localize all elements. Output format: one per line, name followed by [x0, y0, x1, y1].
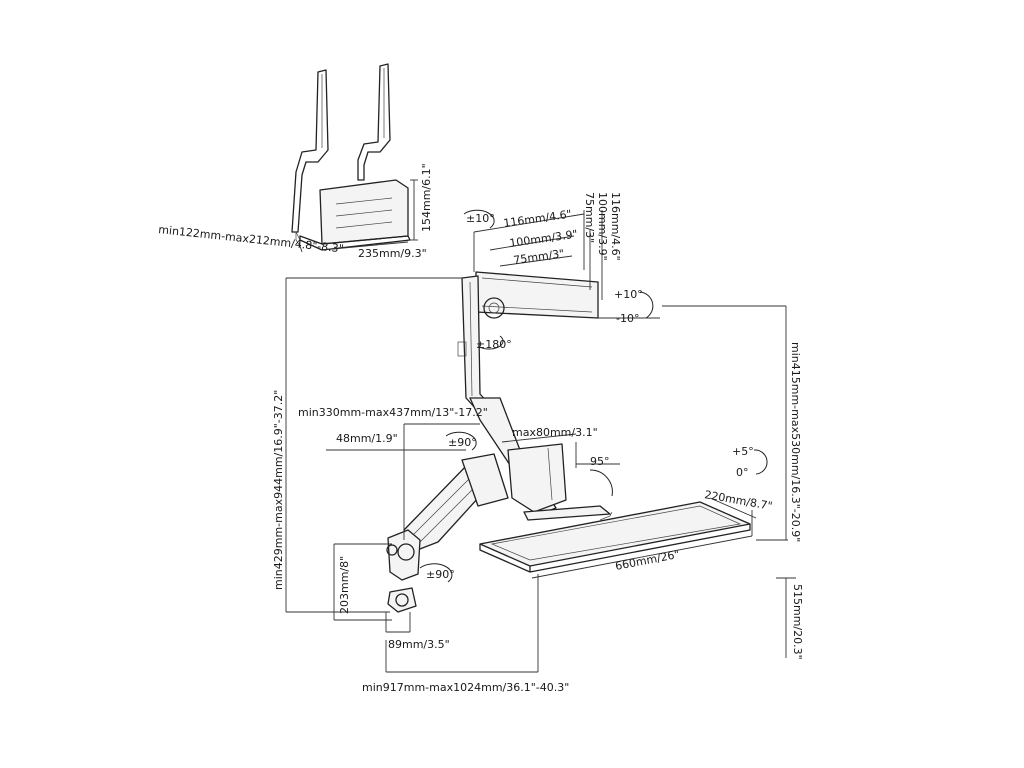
cpu-dimension-lines [299, 179, 418, 253]
tilt-minus-label: -10° [616, 312, 639, 325]
support-column-drawing [457, 275, 567, 515]
mount-203-label: 203mm/8" [338, 556, 351, 614]
swivel-mid-label: ±90° [448, 436, 477, 449]
arm-reach-label: min330mm-max437mm/13"-17.2" [298, 406, 488, 419]
vesa-plate-drawing [473, 210, 660, 319]
right-dimension-lines [662, 305, 796, 658]
gas-spring-arm-drawing [386, 453, 509, 613]
below-515-label: 515mm/20.3" [791, 584, 804, 660]
tilt-side-arrow [639, 291, 654, 319]
total-height-label: min429mm-max944mm/16.9"-37.2" [272, 390, 285, 590]
rotate-label: ±180° [476, 338, 512, 351]
kb-zero-label: 0° [736, 466, 749, 479]
cpu-height-label: 154mm/6.1" [420, 163, 433, 232]
tilt-top-label: ±10° [466, 212, 495, 225]
vesa-100-width-label: 100mm/3.9" [509, 228, 579, 250]
vesa-116-width-label: 116mm/4.6" [503, 208, 573, 230]
tilt-plus-label: +10° [614, 288, 643, 301]
tilt-top-arrow [463, 209, 495, 229]
kb-plus-label: +5° [732, 445, 754, 458]
cpu-holder-drawing [291, 63, 411, 251]
kb-width-label: 660mm/26" [614, 548, 680, 573]
cpu-depth-label: 235mm/9.3" [358, 247, 427, 260]
vesa-100-height-label: 100mm/3.9" [596, 192, 609, 261]
swivel-low-arrow [419, 563, 453, 583]
swivel-low-label: ±90° [426, 568, 455, 581]
max80-label: max80mm/3.1" [512, 426, 598, 439]
mount-89-label: 89mm/3.5" [388, 638, 450, 651]
cpu-width-label: min122mm-max212mm/4.8"-8.3" [158, 223, 345, 255]
vesa-75-height-label: 75mm/3" [583, 192, 596, 243]
tray-angle-arc [575, 442, 620, 497]
vesa-116-height-label: 116mm/4.6" [609, 192, 622, 261]
angle-95-label: 95° [590, 455, 610, 468]
height-range-label: min415mm-max530mm/16.3"-20.9" [789, 342, 802, 542]
total-reach-label: min917mm-max1024mm/36.1"-40.3" [362, 681, 569, 694]
left-dimension-lines [285, 277, 539, 673]
rotate-arrow [477, 335, 504, 350]
offset-48-label: 48mm/1.9" [336, 432, 398, 445]
swivel-mid-arrow [445, 431, 477, 451]
keyboard-tray-drawing [479, 501, 751, 573]
tray-dimension-lines [531, 497, 757, 579]
kb-tilt-arrow [753, 449, 768, 475]
vesa-75-width-label: 75mm/3" [513, 247, 566, 267]
